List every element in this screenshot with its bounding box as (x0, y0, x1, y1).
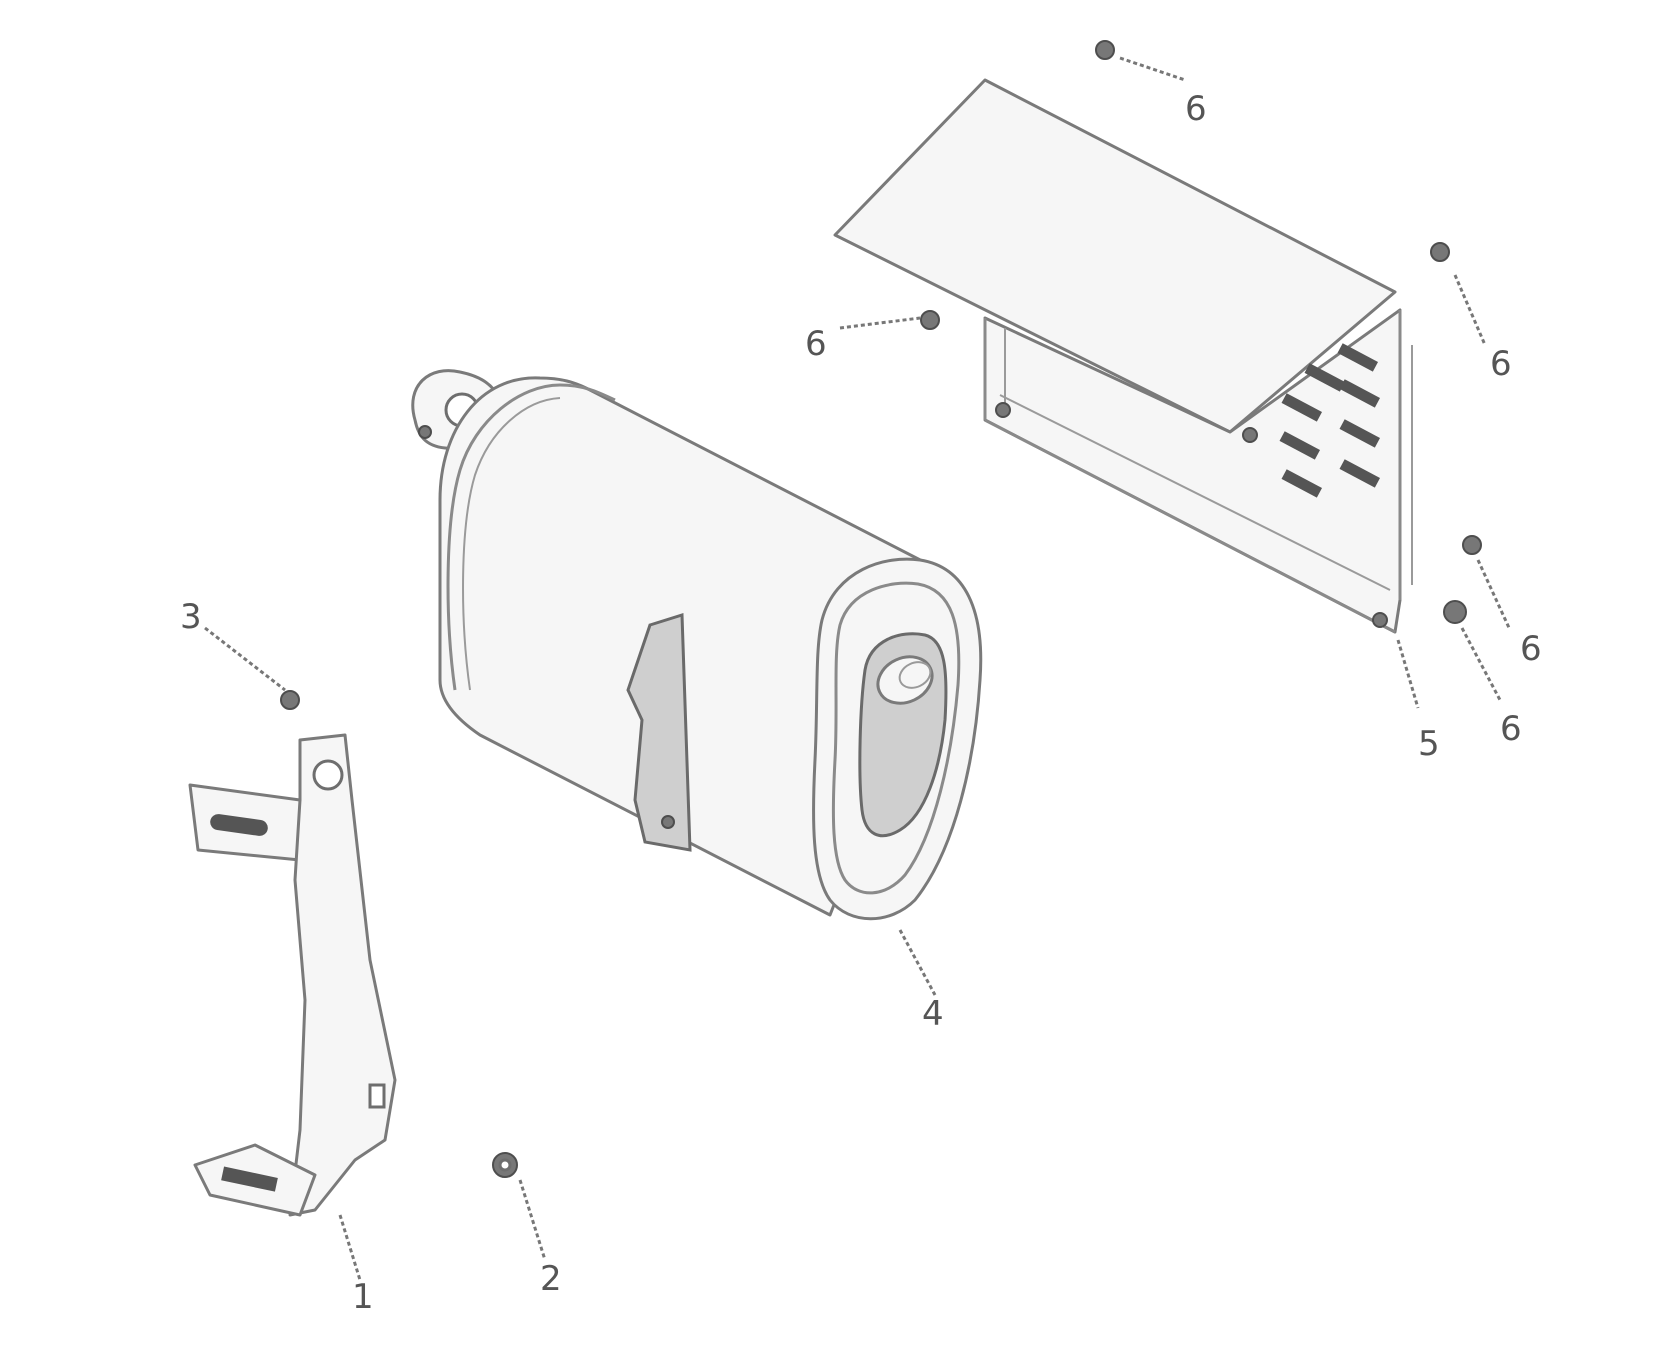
vent-slot (1337, 343, 1379, 372)
callout-nut: 2 (540, 1259, 562, 1299)
vent-slot (1279, 431, 1321, 460)
bolt-3-icon (280, 690, 300, 710)
vent-slot (1281, 469, 1323, 498)
callout-muffler: 4 (922, 994, 944, 1034)
leader-bolt-left (204, 626, 286, 692)
bracket-foot-slot (221, 1166, 278, 1192)
leader-screw-top (1119, 56, 1186, 82)
heat-shield-vents (1279, 343, 1381, 498)
muffler-seam-strap (626, 612, 692, 852)
callout-screw-right-lower: 6 (1520, 629, 1542, 669)
washer-icon (1443, 600, 1467, 624)
leader-screw-right-lower (1476, 559, 1512, 631)
callout-bolt-right: 5 (1418, 724, 1440, 764)
vent-slot (1339, 459, 1381, 488)
muffler-outlet-pipe-bore (898, 661, 932, 689)
vent-slot (1339, 419, 1381, 448)
heat-shield-hole (1242, 427, 1258, 443)
callout-labels: 3 1 2 4 6 6 6 6 6 5 (180, 89, 1542, 1317)
screw-top-icon (1095, 40, 1115, 60)
vent-slot (1339, 379, 1381, 408)
leader-washer (1460, 627, 1502, 701)
screw-right-upper-icon (1430, 242, 1450, 262)
callout-bolt-left: 3 (180, 597, 202, 637)
heat-shield (833, 78, 1413, 634)
muffler (411, 369, 983, 921)
heat-shield-bottom-edge (984, 418, 1396, 634)
mounting-bracket (188, 733, 397, 1217)
callout-washer: 6 (1500, 709, 1522, 749)
bracket-top-hole (312, 759, 344, 791)
bracket-upper-slot (210, 814, 268, 836)
heat-shield-hole (1372, 612, 1388, 628)
bracket-side-slot (368, 1083, 386, 1109)
leader-lines (204, 56, 1512, 1281)
muffler-rear-rim-inner (462, 397, 561, 691)
leader-muffler (898, 929, 937, 996)
callout-bracket: 1 (352, 1277, 374, 1317)
callout-screw-top: 6 (1185, 89, 1207, 129)
muffler-rear-rim (446, 383, 616, 691)
vent-slot (1304, 363, 1346, 392)
leader-screw-left (839, 316, 921, 330)
leader-screw-right-upper (1453, 274, 1487, 346)
nut-2-bore (498, 1158, 512, 1172)
muffler-outlet-rim (831, 581, 961, 895)
fasteners (280, 40, 1482, 1178)
screw-left-icon (920, 310, 940, 330)
heat-shield-hole (995, 402, 1011, 418)
screw-right-lower-icon (1462, 535, 1482, 555)
leader-bracket (338, 1214, 362, 1281)
muffler-strap-rivet (661, 815, 675, 829)
leader-nut (518, 1179, 547, 1261)
heat-shield-flange-line (999, 394, 1391, 591)
callout-screw-left: 6 (805, 324, 827, 364)
vent-slot (1281, 393, 1323, 422)
leader-bolt-right (1396, 639, 1420, 709)
inlet-flange-bolt-hole (418, 425, 432, 439)
heat-shield-top-plate (833, 78, 1397, 434)
bracket-arm (288, 733, 397, 1217)
callout-screw-right-upper: 6 (1490, 344, 1512, 384)
